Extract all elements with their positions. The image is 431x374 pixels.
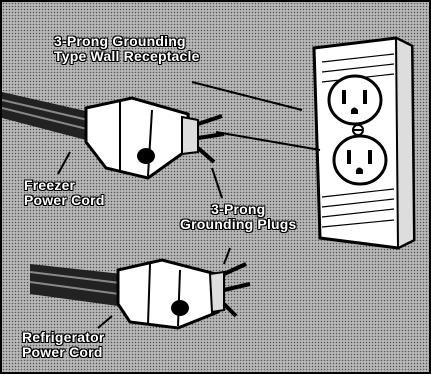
- freezer-label-line-1: Freezer: [24, 178, 105, 193]
- freezer-label-line-2: Power Cord: [24, 193, 105, 208]
- refrigerator-label-line-1: Refrigerator: [22, 330, 105, 345]
- receptacle-label-line-2: Type Wall Receptacle: [54, 49, 200, 64]
- receptacle-label: 3-Prong Grounding Type Wall Receptacle: [54, 34, 200, 64]
- plugs-label-line-1: 3-Prong: [180, 202, 297, 217]
- wall-receptacle: [314, 38, 414, 248]
- refrigerator-label: Refrigerator Power Cord: [22, 330, 105, 360]
- freezer-leader-line: [216, 132, 320, 150]
- refrigerator-label-line-2: Power Cord: [22, 345, 105, 360]
- refrigerator-plug: [30, 248, 250, 328]
- plugs-label: 3-Prong Grounding Plugs: [180, 202, 297, 232]
- upper-outlet: [329, 76, 381, 124]
- receptacle-label-line-1: 3-Prong Grounding: [54, 34, 200, 49]
- freezer-label: Freezer Power Cord: [24, 178, 105, 208]
- receptacle-leader-line: [192, 82, 302, 110]
- lower-outlet: [334, 136, 386, 184]
- plugs-label-line-2: Grounding Plugs: [180, 217, 297, 232]
